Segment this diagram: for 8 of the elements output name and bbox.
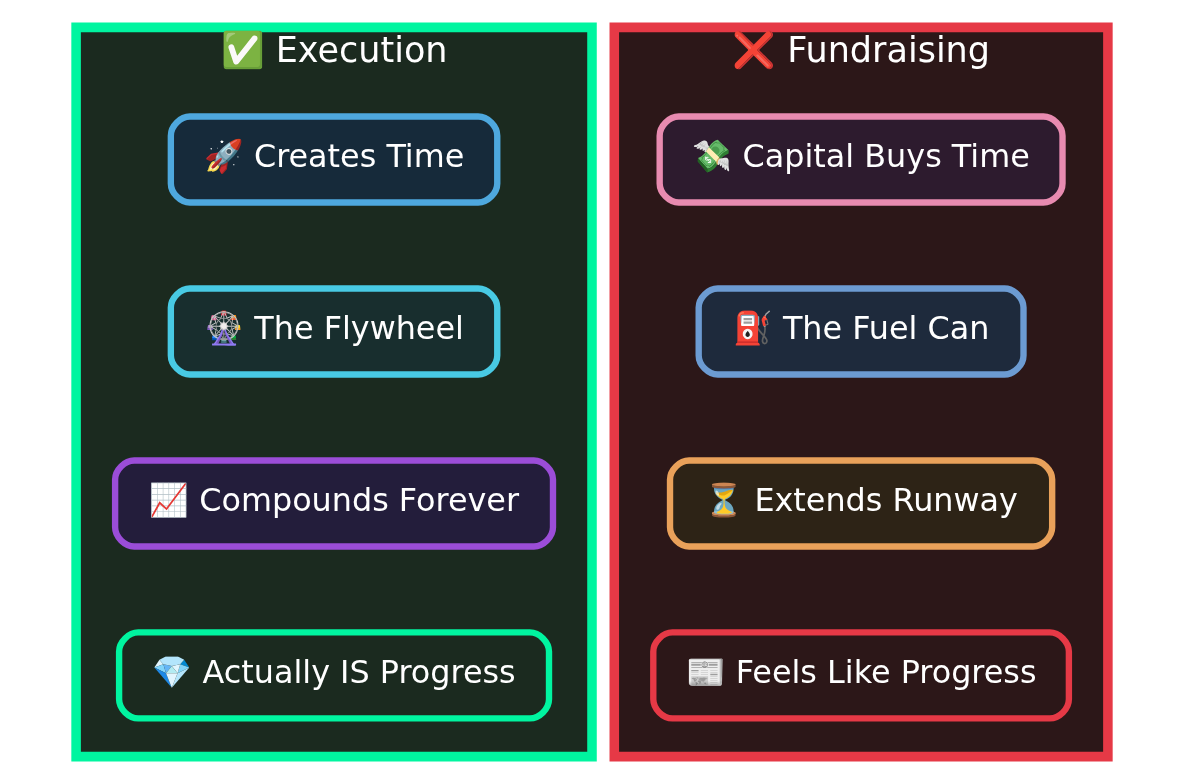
node-box: 💸 Capital Buys Time: [656, 113, 1066, 206]
node-box: ⏳ Extends Runway: [666, 457, 1056, 550]
node-box: 📰 Feels Like Progress: [650, 629, 1073, 722]
node-box: 🚀 Creates Time: [167, 113, 501, 206]
node-box: 💎 Actually IS Progress: [115, 629, 553, 722]
node-box: 🎡 The Flywheel: [167, 285, 501, 378]
node-box: ⛽ The Fuel Can: [695, 285, 1027, 378]
node-box: 📈 Compounds Forever: [111, 457, 557, 550]
